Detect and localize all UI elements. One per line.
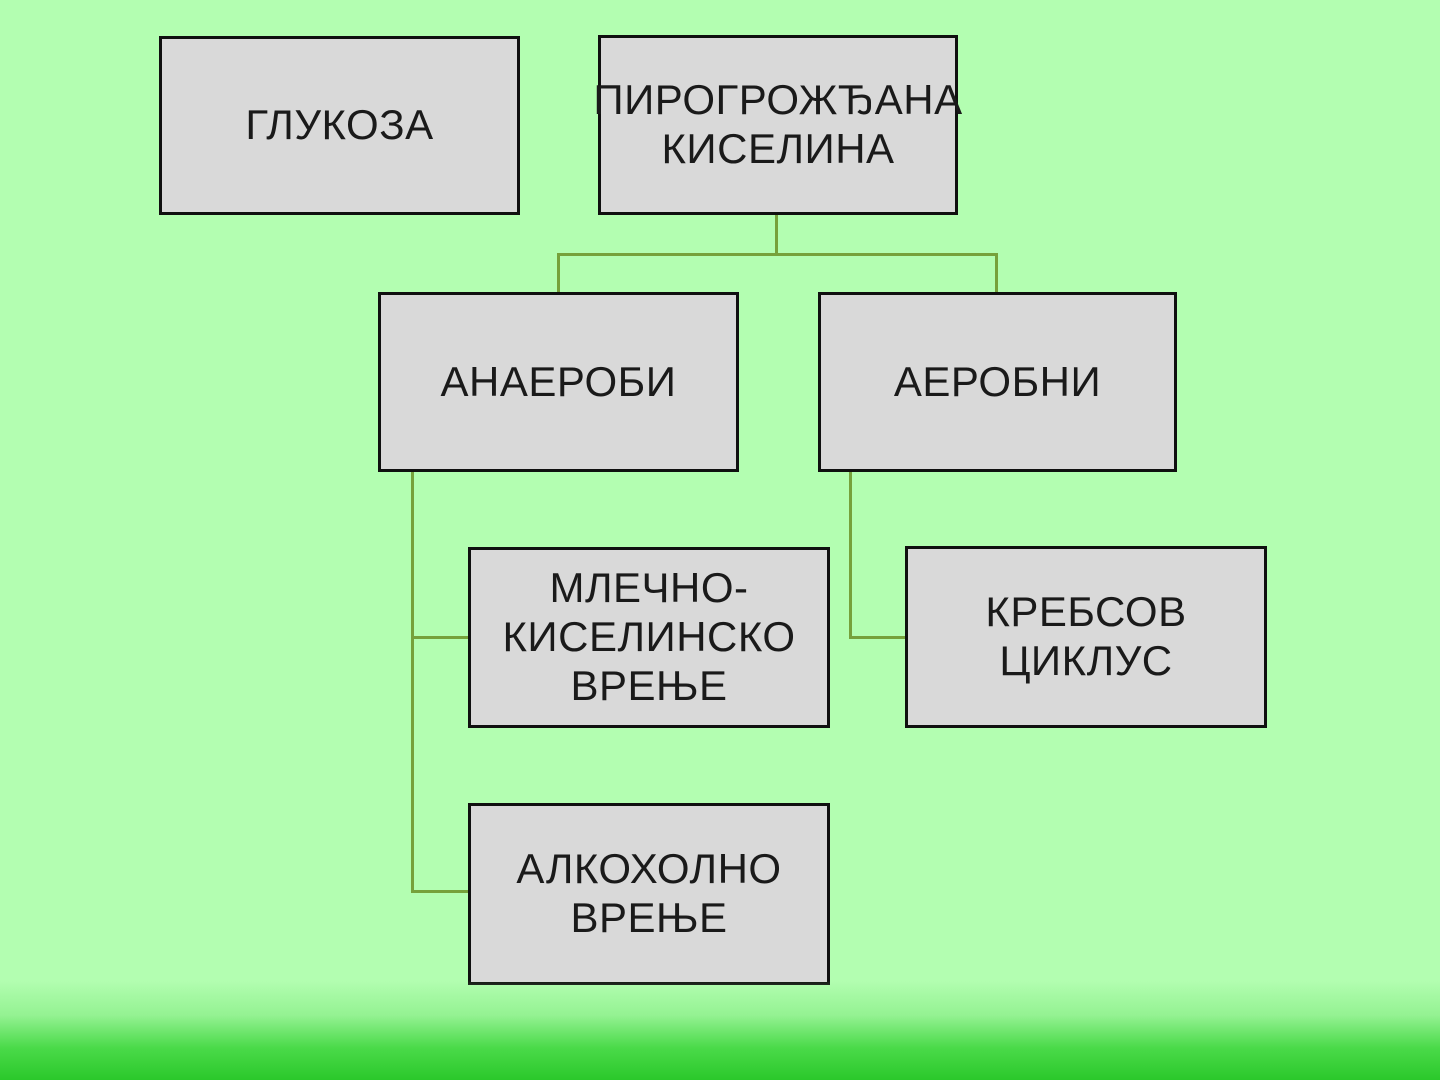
node-pyruvic-acid-label: КИСЕЛИНА (661, 125, 895, 172)
node-glucose: ГЛУКОЗА (159, 36, 520, 215)
connector-split-bar (557, 253, 998, 256)
bottom-gradient-strip (0, 980, 1440, 1080)
node-pyruvic-acid-label: ПИРОГРОЖЂАНА (593, 76, 963, 124)
node-krebs-cycle: КРЕБСОВ ЦИКЛУС (905, 546, 1267, 728)
connector-branch-lactic (411, 636, 468, 639)
node-lactic-fermentation-label: МЛЕЧНО- (549, 564, 749, 612)
node-aerobic: АЕРОБНИ (818, 292, 1177, 472)
node-glucose-label: ГЛУКОЗА (245, 101, 434, 149)
connector-anaerobic-rail (411, 472, 414, 893)
node-lactic-fermentation-label: ВРЕЊЕ (570, 661, 728, 709)
node-krebs-cycle-label: КРЕБСОВ (985, 588, 1187, 636)
connector-pyruvic-stem (775, 215, 778, 255)
node-pyruvic-acid: ПИРОГРОЖЂАНА КИСЕЛИНА (593, 35, 962, 215)
connector-drop-anaerobic (557, 253, 560, 292)
connector-branch-alcoholic (411, 890, 468, 893)
connector-branch-krebs (849, 636, 905, 639)
node-krebs-cycle-label: ЦИКЛУС (999, 637, 1173, 684)
node-aerobic-label: АЕРОБНИ (893, 357, 1102, 405)
connector-aerobic-rail (849, 472, 852, 639)
node-lactic-fermentation-label: КИСЕЛИНСКО (502, 613, 796, 661)
node-anaerobic-label: АНАЕРОБИ (440, 357, 677, 405)
node-anaerobic: АНАЕРОБИ (378, 292, 739, 472)
node-lactic-fermentation: МЛЕЧНО- КИСЕЛИНСКО ВРЕЊЕ (468, 547, 830, 728)
connector-drop-aerobic (995, 253, 998, 292)
node-alcoholic-fermentation: АЛКОХОЛНО ВРЕЊЕ (468, 803, 830, 985)
node-alcoholic-fermentation-label: ВРЕЊЕ (570, 894, 728, 941)
node-alcoholic-fermentation-label: АЛКОХОЛНО (516, 845, 782, 893)
